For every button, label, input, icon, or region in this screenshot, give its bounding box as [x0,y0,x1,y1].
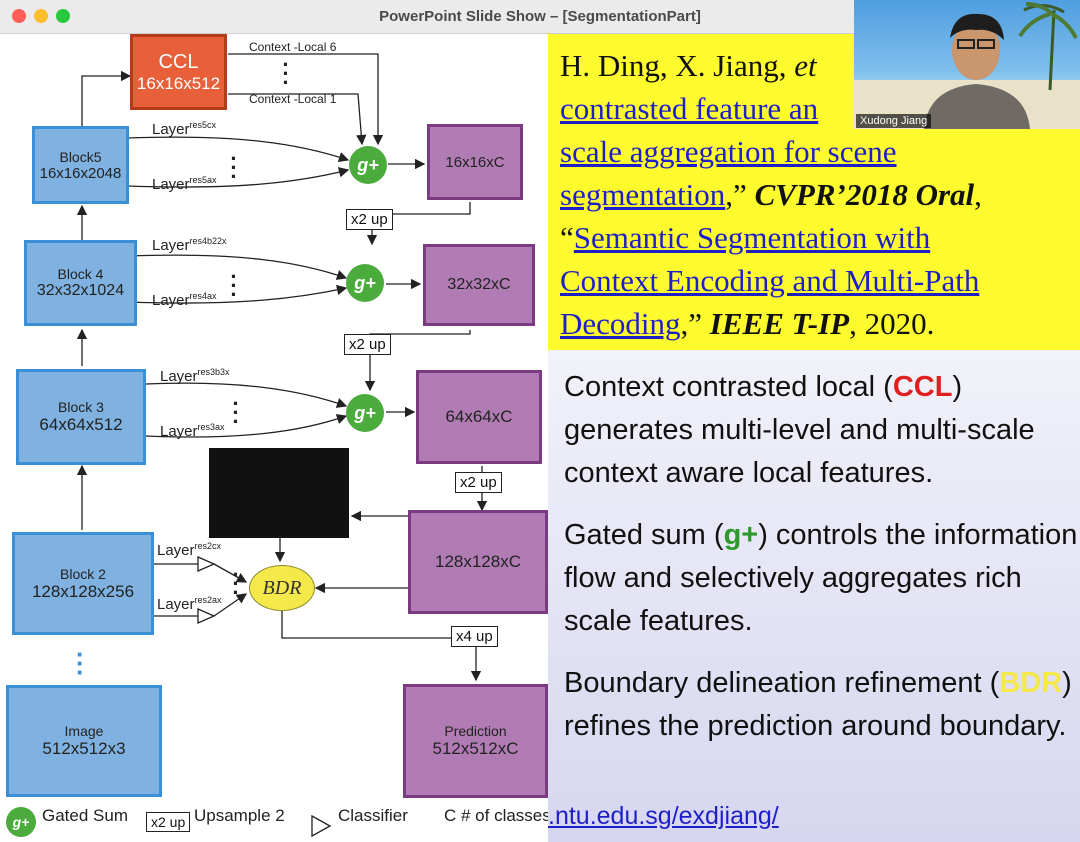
bullet-ccl: Context contrasted local (CCL) generates… [564,371,1035,489]
context-local-1: Context -Local 1 [249,92,337,106]
paper1-link[interactable]: contrasted feature an [560,91,819,126]
gated-sum-node: g+ [346,264,384,302]
layer-label: Layerres4b22x [152,236,227,254]
layer-label: Layerres2cx [157,541,222,559]
venue2: IEEE T-IP [709,306,850,341]
homepage-link[interactable]: .ntu.edu.sg/exdjiang/ [548,802,779,830]
network-diagram: CCL 16x16x512 Context -Local 6 ··· Conte… [0,34,551,842]
participant-name: Xudong Jiang [856,114,932,128]
slide[interactable]: CCL 16x16x512 Context -Local 6 ··· Conte… [0,34,1080,842]
bullet-bdr: Boundary delineation refinement (BDR) re… [564,667,1072,742]
legend-classifier: Classifier [338,806,408,825]
window-title: PowerPoint Slide Show – [SegmentationPar… [379,8,701,25]
legend-upsample: Upsample 2 [194,806,285,825]
paper1-link[interactable]: scale aggregation for scene [560,134,897,169]
layer-label: Layerres5cx [152,120,217,138]
output-32: 32x32xC [423,244,535,326]
block-dims: 16x16x2048 [39,164,122,182]
ref-authors: H. Ding, X. Jiang, et [560,48,817,83]
upsample-x2-tag: x2 up [346,209,393,230]
ellipsis-icon: ··· [230,264,238,307]
context-local-6: Context -Local 6 [249,40,337,54]
bdr-node: BDR [249,565,315,611]
edge-map-image [209,448,349,538]
upsample-x2-tag: x2 up [455,472,502,493]
layer-label: Layerres5ax [152,175,217,193]
upsample-x4-tag: x4 up [451,626,498,647]
legend-classes: C # of classes [444,806,551,825]
image-input-block: Image 512x512x3 [6,685,162,797]
output-128: 128x128xC [408,510,548,614]
video-feed[interactable] [854,0,1080,129]
zoom-window-button[interactable] [56,9,70,23]
gated-sum-node: g+ [349,146,387,184]
bullet-gated: Gated sum (g+) controls the information … [564,519,1078,637]
paper1-link[interactable]: segmentation [560,177,726,212]
ellipsis-icon: ··· [232,562,240,605]
legend-gated-icon: g+ [6,807,36,837]
gated-sum-node: g+ [346,394,384,432]
presenter-video [854,2,1080,129]
ccl-block: CCL 16x16x512 [130,34,227,110]
minimize-window-button[interactable] [34,9,48,23]
ellipsis-icon: ··· [232,391,240,434]
ccl-dims: 16x16x512 [136,73,221,93]
venue1: CVPR’2018 Oral [754,177,975,212]
ellipsis-icon: ··· [282,52,290,95]
paper2-link[interactable]: Decoding [560,306,681,341]
layer-label: Layerres3b3x [160,367,230,385]
close-window-button[interactable] [12,9,26,23]
output-16: 16x16xC [427,124,523,200]
block3: Block 3 64x64x512 [16,369,146,465]
layer-label: Layerres2ax [157,595,222,613]
paper2-link[interactable]: Context Encoding and Multi-Path [560,263,980,298]
block5: Block5 16x16x2048 [32,126,129,204]
description-panel: Context contrasted local (CCL) generates… [548,350,1080,842]
block-name: Block5 [59,148,102,165]
legend-gated-sum: Gated Sum [42,806,128,825]
legend-upsample-tag: x2 up [146,812,191,832]
output-64: 64x64xC [416,370,542,464]
ellipsis-icon: ··· [230,146,238,189]
prediction-block: Prediction 512x512xC [403,684,548,798]
layer-label: Layerres3ax [160,422,225,440]
upsample-x2-tag: x2 up [344,334,391,355]
block4: Block 4 32x32x1024 [24,240,137,326]
paper2-link[interactable]: Semantic Segmentation with [573,220,931,255]
ellipsis-icon: ··· [76,639,85,687]
ccl-name: CCL [158,50,199,73]
layer-label: Layerres4ax [152,291,217,309]
block2: Block 2 128x128x256 [12,532,154,635]
